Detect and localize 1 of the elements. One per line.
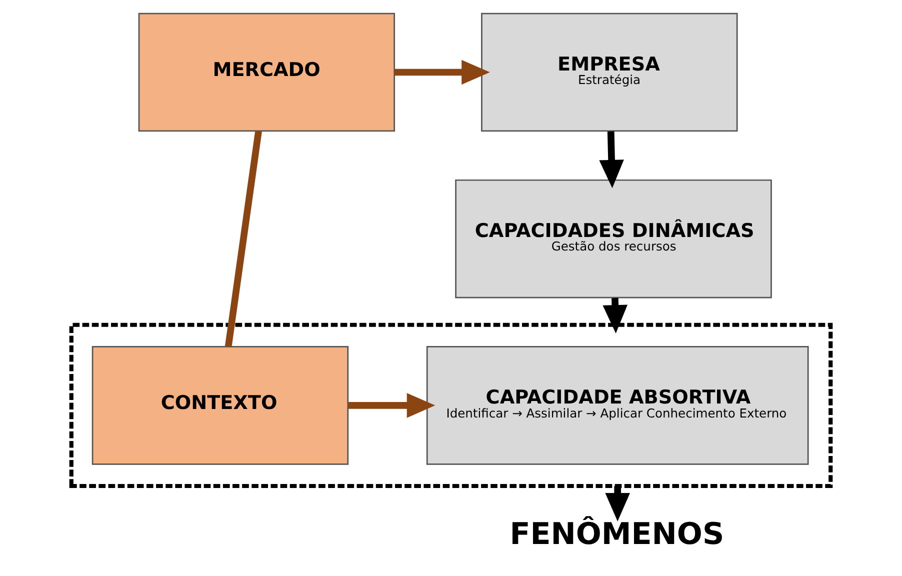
- node-text: FENÔMENOS: [510, 517, 724, 552]
